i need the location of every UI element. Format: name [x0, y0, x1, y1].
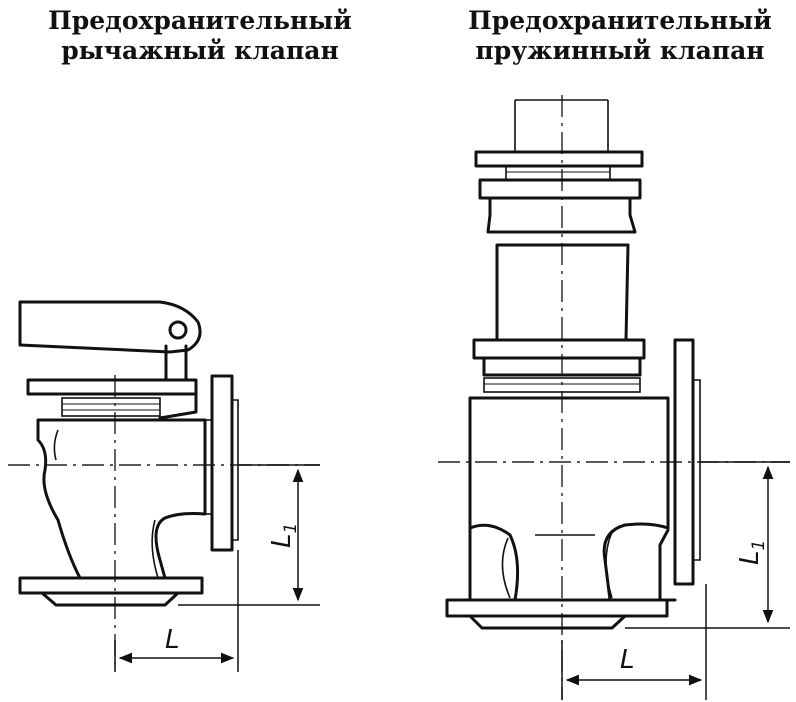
spring-valve-bottom-gasket [468, 614, 627, 630]
lever-arm [18, 300, 202, 354]
lever-pivot [168, 320, 188, 340]
spring-valve-body [468, 396, 670, 602]
spring-valve-caption-line1: Предохранительный [468, 6, 772, 35]
lever-valve-width-label: L [165, 625, 180, 655]
lever-valve-guide [61, 397, 161, 417]
spring-valve-drawing: L1 L [438, 95, 790, 700]
spring-valve-top-plate [474, 150, 644, 168]
spring-valve-top-cap [514, 99, 609, 152]
lever-valve-caption: Предохранительный рычажный клапан [20, 6, 380, 66]
lever-valve-caption-line1: Предохранительный [48, 6, 352, 35]
spring-valve-width-label: L [620, 645, 635, 675]
spring-valve-bonnet-flange [472, 338, 646, 360]
spring-valve-caption: Предохранительный пружинный клапан [445, 6, 795, 66]
lever-valve-drawing: L1 L [8, 300, 320, 672]
spring-valve-inlet-left [501, 537, 511, 599]
spring-valve-upper-nut [478, 178, 642, 200]
lever-valve-body [36, 418, 207, 580]
lever-valve-height-label: L1 [267, 523, 301, 548]
spring-valve-caption-line2: пружинный клапан [475, 36, 765, 65]
lever-valve-side-flange [210, 374, 234, 552]
lever-valve-bracket [158, 392, 198, 420]
spring-valve-side-flange [673, 338, 695, 586]
lever-valve-caption-line2: рычажный клапан [61, 36, 339, 65]
spring-valve-inlet-right [605, 531, 613, 599]
lever-valve-bottom-flange [18, 576, 204, 595]
lever-valve-bottom-gasket [40, 591, 180, 607]
spring-valve-bottom-flange [445, 598, 669, 618]
lever-valve-cover-plate [26, 378, 198, 396]
spring-valve-height-label: L1 [735, 540, 769, 565]
